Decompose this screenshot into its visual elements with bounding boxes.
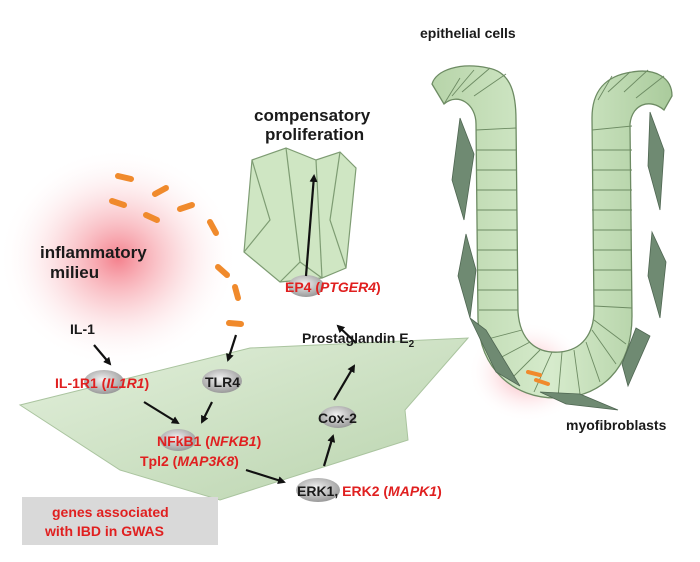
milieu-label: milieu [50,263,99,282]
prostaglandin-label: Prostaglandin E2 [302,330,415,350]
proliferation-label: proliferation [265,125,364,144]
inflammatory-glow [0,148,238,368]
proliferating-epithelium [243,147,357,283]
legend-box [22,497,218,545]
crypt-cytokines [526,370,550,386]
cell-membrane-plane [18,337,470,501]
compensatory-label: compensatory [254,106,371,125]
pathway-arrows [93,174,357,485]
ep4-label: EP4 (PTGER4) [285,279,381,295]
epithelial-cells-label: epithelial cells [420,25,516,41]
gwas-legend: genes associated with IBD in GWAS [22,497,218,545]
legend-line-2: with IBD in GWAS [44,523,164,539]
nfkb1-receptor [160,429,196,451]
tlr4-label: TLR4 [205,374,240,390]
cox2-label: Cox-2 [318,410,357,426]
il1r1-receptor [84,370,124,394]
erk-receptor [296,478,340,502]
nfkb1-label: NFkB1 (NFKB1) [157,433,261,449]
myofibroblasts-label: myofibroblasts [566,417,667,433]
intestinal-crypt [431,65,673,399]
receptor-ovals [84,275,356,502]
cytokine-particles [109,173,244,327]
tlr4-receptor [202,369,242,393]
cox2-receptor [320,406,356,428]
il1r1-label: IL-1R1 (IL1R1) [55,375,149,391]
il1-label: IL-1 [70,321,95,337]
ep4-receptor [288,275,324,297]
legend-line-1: genes associated [52,504,169,520]
erk-label: ERK1, ERK2 (MAPK1) [297,483,442,499]
myofibroblast-cells [451,111,667,411]
tpl2-label: Tpl2 (MAP3K8) [140,453,239,469]
inflammatory-label: inflammatory [40,243,147,262]
